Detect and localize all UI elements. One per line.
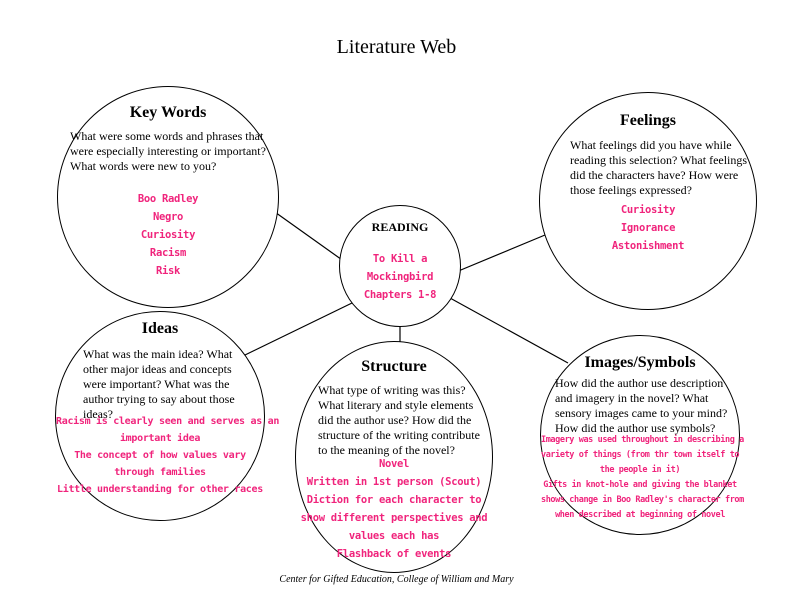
answer-item: Racism [149, 247, 187, 259]
connector-images-symbols [449, 297, 569, 364]
key-words-heading: Key Words [129, 104, 207, 121]
key-words-answers: Boo Radley Negro Curiosity Racism Risk [58, 190, 278, 280]
answer-item: Boo Radley [137, 193, 199, 205]
answer-item: variety of things (from thr town itself … [541, 450, 740, 460]
images-symbols-answers: Imagery was used throughout in describin… [541, 433, 744, 523]
answer-item: Mockingbird [366, 271, 434, 283]
answer-item: Ignorance [620, 222, 676, 234]
answer-item: important idea [119, 433, 201, 444]
answer-item: Gifts in knot-hole and giving the blanke… [543, 480, 737, 490]
answer-item: Flashback of events [336, 548, 452, 560]
answer-item: Racism is clearly seen and serves as an [56, 416, 280, 427]
answer-item: To Kill a [372, 253, 428, 265]
ideas-question: What was the main idea? What other major… [83, 347, 235, 421]
images-symbols-heading: Images/Symbols [584, 354, 696, 371]
ideas-answers: Racism is clearly seen and serves as an … [56, 413, 280, 498]
structure-question: What type of writing was this? What lite… [318, 383, 480, 457]
structure-heading: Structure [361, 358, 427, 375]
answer-item: Novel [378, 458, 410, 470]
reading-label: READING [371, 220, 429, 234]
ideas-circle: Ideas What was the main idea? What other… [55, 311, 280, 521]
page-title: Literature Web [336, 36, 457, 58]
reading-answers: To Kill a Mockingbird Chapters 1-8 [340, 250, 460, 304]
feelings-question: What feelings did you have while reading… [570, 138, 748, 197]
structure-circle: Structure What type of writing was this?… [295, 341, 493, 573]
answer-item: Imagery was used throughout in describin… [541, 435, 744, 445]
answer-item: show different perspectives and [300, 512, 488, 524]
answer-item: Written in 1st person (Scout) [306, 476, 482, 488]
key-words-question: What were some words and phrases that we… [70, 129, 266, 173]
answer-item: Little understanding for other races [57, 484, 263, 495]
answer-item: shows change in Boo Radley's character f… [541, 495, 744, 505]
answer-item: the people in it) [599, 465, 681, 475]
answer-item: values each has [348, 530, 440, 542]
answer-item: Astonishment [611, 240, 685, 252]
key-words-circle: Key Words What were some words and phras… [57, 86, 279, 308]
structure-answers: Novel Written in 1st person (Scout) Dict… [296, 455, 492, 563]
images-symbols-question: How did the author use description and i… [555, 376, 728, 435]
footer-credit: Center for Gifted Education, College of … [279, 574, 514, 585]
answer-item: Curiosity [620, 204, 676, 216]
feelings-heading: Feelings [620, 112, 676, 129]
connector-ideas [244, 302, 353, 356]
answer-item: when described at beginning of novel [555, 510, 725, 520]
answer-item: Chapters 1-8 [363, 289, 437, 301]
feelings-answers: Curiosity Ignorance Astonishment [540, 201, 756, 255]
answer-item: through families [114, 467, 206, 478]
ideas-heading: Ideas [141, 320, 179, 337]
connector-feelings [455, 234, 546, 273]
answer-item: Negro [152, 211, 184, 223]
images-symbols-circle: Images/Symbols How did the author use de… [540, 335, 744, 535]
reading-circle: READING To Kill a Mockingbird Chapters 1… [339, 205, 461, 327]
answer-item: Diction for each character to [306, 494, 482, 506]
answer-item: Curiosity [140, 229, 196, 241]
answer-item: The concept of how values vary [74, 450, 246, 461]
feelings-circle: Feelings What feelings did you have whil… [539, 92, 757, 310]
answer-item: Risk [155, 265, 181, 277]
